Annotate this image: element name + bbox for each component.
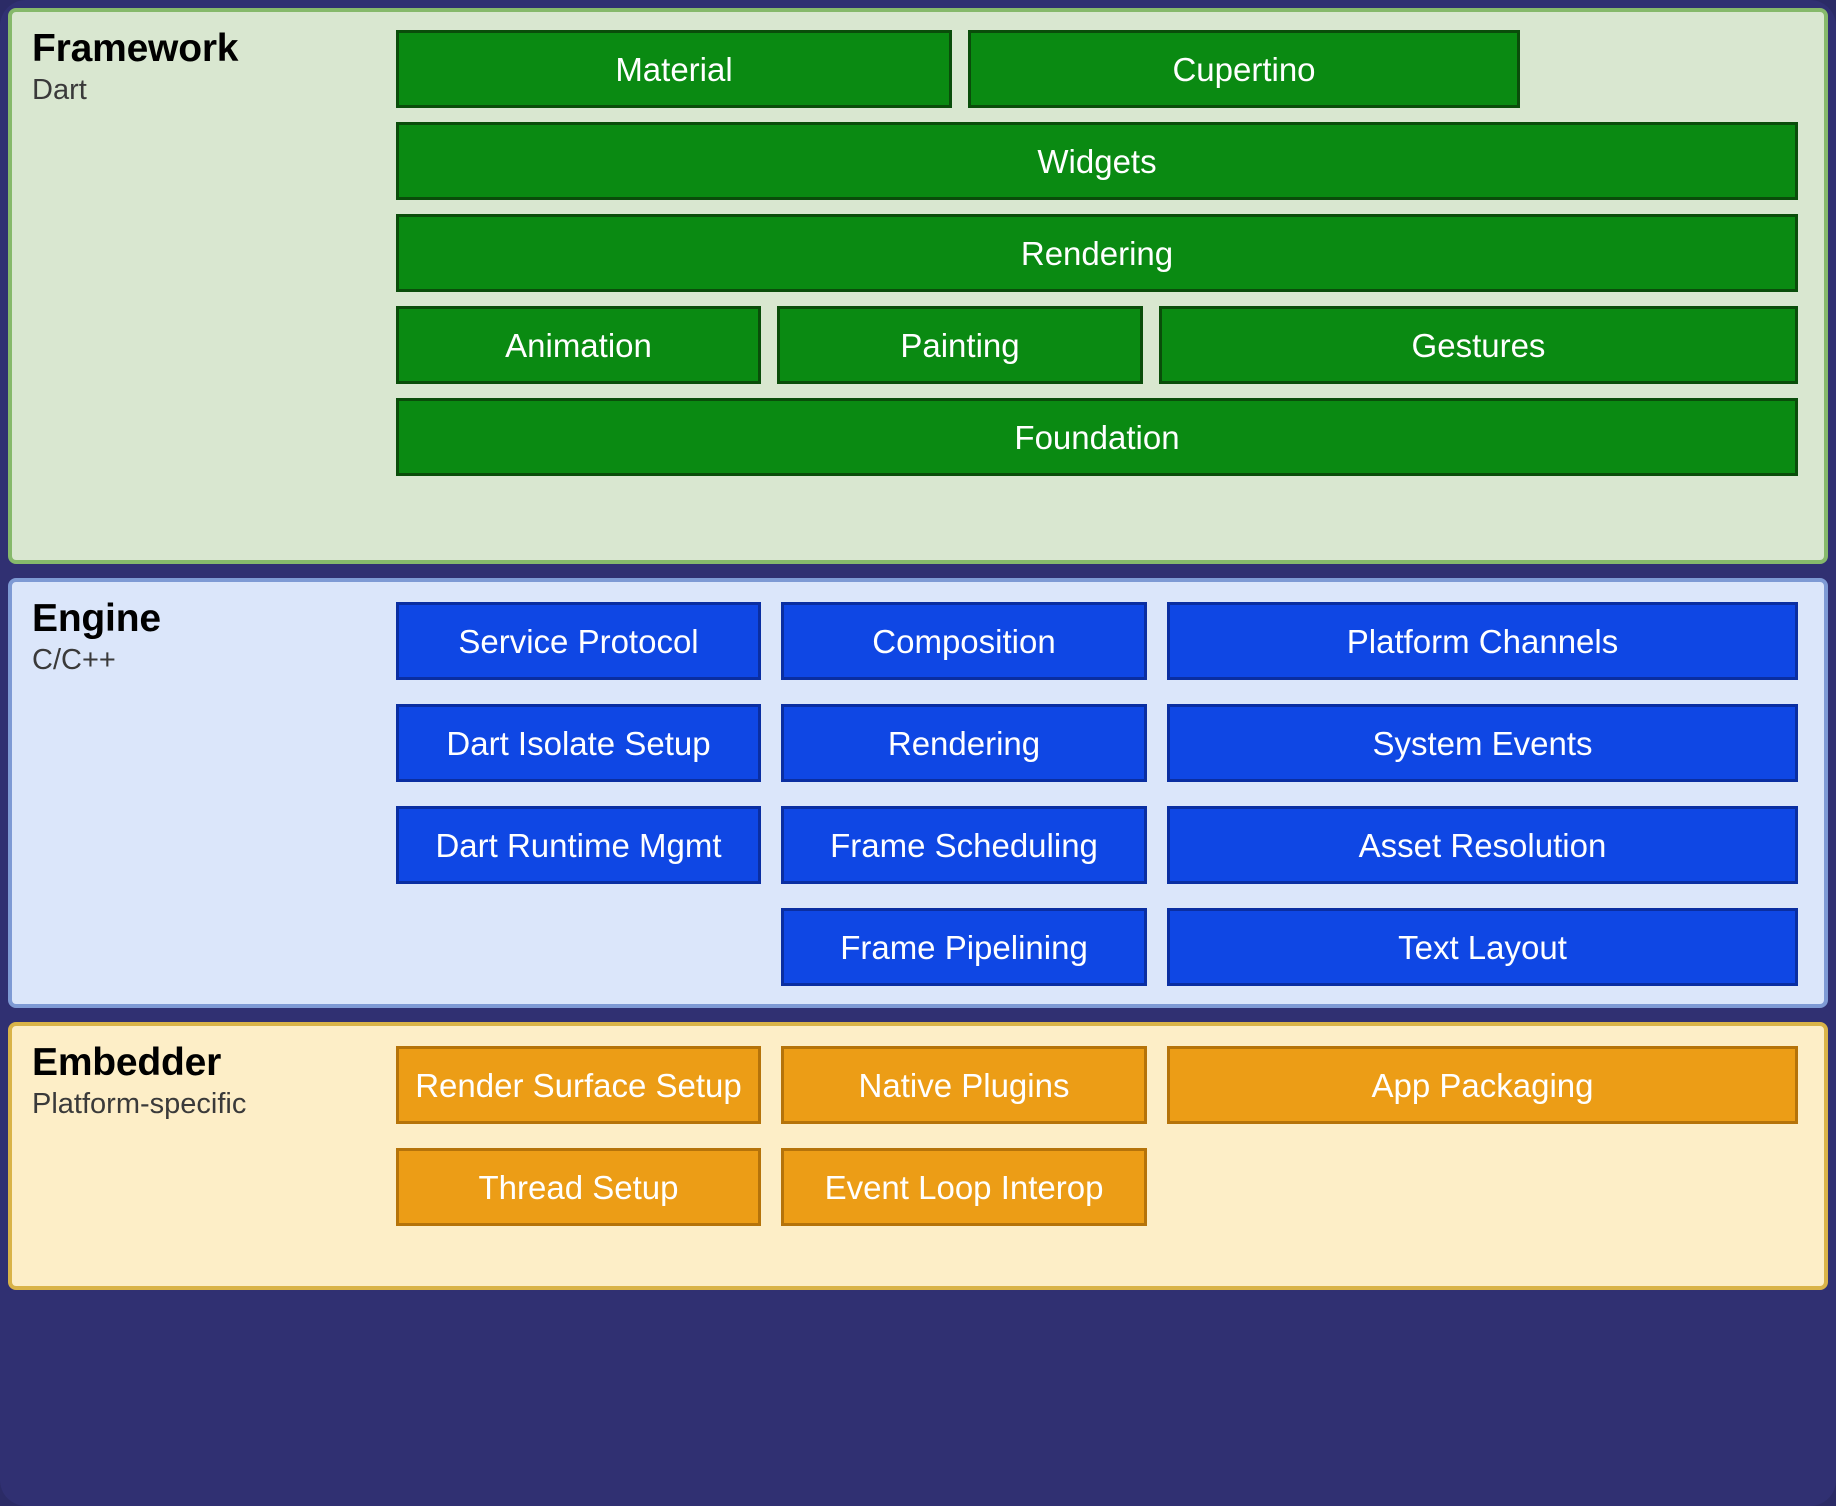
- layer-embedder-body: Render Surface Setup Native Plugins App …: [396, 1026, 1824, 1286]
- layer-engine-title: Engine: [32, 597, 161, 640]
- layer-framework-title: Framework: [32, 27, 239, 70]
- embedder-box-event-loop-interop[interactable]: Event Loop Interop: [781, 1148, 1147, 1226]
- engine-box-text-layout[interactable]: Text Layout: [1167, 908, 1798, 986]
- layer-framework-header: Framework Dart: [12, 12, 396, 560]
- framework-row-1: Material Cupertino: [396, 30, 1798, 108]
- framework-row-5: Foundation: [396, 398, 1798, 476]
- engine-box-asset-resolution[interactable]: Asset Resolution: [1167, 806, 1798, 884]
- engine-box-dart-isolate-setup[interactable]: Dart Isolate Setup: [396, 704, 761, 782]
- engine-box-frame-pipelining[interactable]: Frame Pipelining: [781, 908, 1147, 986]
- layer-engine-body: Service Protocol Composition Platform Ch…: [396, 582, 1824, 1004]
- engine-box-frame-scheduling[interactable]: Frame Scheduling: [781, 806, 1147, 884]
- framework-box-material[interactable]: Material: [396, 30, 952, 108]
- framework-box-rendering[interactable]: Rendering: [396, 214, 1798, 292]
- engine-box-platform-channels[interactable]: Platform Channels: [1167, 602, 1798, 680]
- framework-row-3: Rendering: [396, 214, 1798, 292]
- layer-engine-header: Engine C/C++: [12, 582, 396, 1004]
- embedder-box-render-surface-setup[interactable]: Render Surface Setup: [396, 1046, 761, 1124]
- layer-embedder: Embedder Platform-specific Render Surfac…: [8, 1022, 1828, 1290]
- engine-box-composition[interactable]: Composition: [781, 602, 1147, 680]
- layer-embedder-subtitle: Platform-specific: [32, 1088, 247, 1121]
- layer-engine: Engine C/C++ Service Protocol Compositio…: [8, 578, 1828, 1008]
- framework-box-cupertino[interactable]: Cupertino: [968, 30, 1520, 108]
- engine-box-service-protocol[interactable]: Service Protocol: [396, 602, 761, 680]
- framework-box-painting[interactable]: Painting: [777, 306, 1143, 384]
- layer-framework-body: Material Cupertino Widgets Rendering Ani…: [396, 12, 1824, 560]
- framework-box-widgets[interactable]: Widgets: [396, 122, 1798, 200]
- framework-row-2: Widgets: [396, 122, 1798, 200]
- framework-row-4: Animation Painting Gestures: [396, 306, 1798, 384]
- engine-box-rendering[interactable]: Rendering: [781, 704, 1147, 782]
- embedder-box-app-packaging[interactable]: App Packaging: [1167, 1046, 1798, 1124]
- engine-box-dart-runtime-mgmt[interactable]: Dart Runtime Mgmt: [396, 806, 761, 884]
- embedder-box-thread-setup[interactable]: Thread Setup: [396, 1148, 761, 1226]
- framework-box-gestures[interactable]: Gestures: [1159, 306, 1798, 384]
- framework-box-animation[interactable]: Animation: [396, 306, 761, 384]
- embedder-box-native-plugins[interactable]: Native Plugins: [781, 1046, 1147, 1124]
- layer-embedder-header: Embedder Platform-specific: [12, 1026, 396, 1286]
- layer-framework: Framework Dart Material Cupertino Widget…: [8, 8, 1828, 564]
- framework-box-foundation[interactable]: Foundation: [396, 398, 1798, 476]
- engine-box-system-events[interactable]: System Events: [1167, 704, 1798, 782]
- layer-framework-subtitle: Dart: [32, 74, 87, 107]
- layer-engine-subtitle: C/C++: [32, 644, 116, 677]
- layer-embedder-title: Embedder: [32, 1041, 222, 1084]
